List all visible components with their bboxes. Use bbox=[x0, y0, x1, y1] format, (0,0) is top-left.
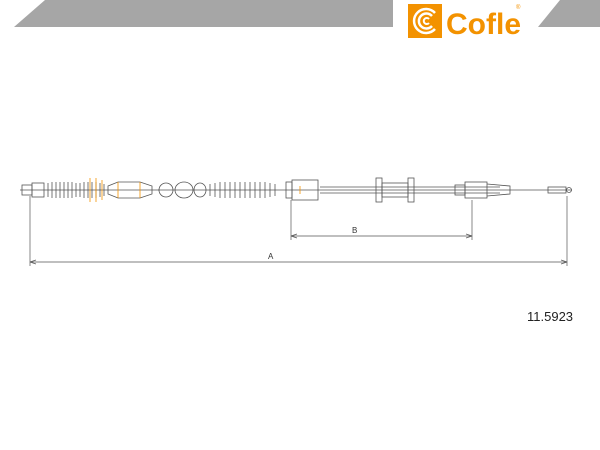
bulge-3 bbox=[193, 182, 207, 198]
dimension-b bbox=[290, 200, 473, 240]
logo-registered-mark: ® bbox=[516, 4, 521, 11]
part-number: 11.5923 bbox=[527, 309, 574, 324]
cofle-logo: Cofle ® bbox=[408, 4, 521, 41]
right-ferrule-taper bbox=[486, 183, 511, 197]
left-end-terminal bbox=[31, 182, 45, 198]
bracket-flange-right bbox=[407, 177, 415, 203]
logo-c-inner bbox=[422, 17, 430, 25]
dimension-a-arrow-left bbox=[29, 259, 37, 265]
dimension-b-arrow-left bbox=[290, 233, 298, 239]
header-banner-right bbox=[538, 0, 600, 27]
sleeve-fitting-body bbox=[291, 179, 319, 201]
right-end-nipple bbox=[566, 187, 572, 193]
header-banner-left bbox=[14, 0, 393, 27]
logo-c-middle bbox=[417, 12, 433, 30]
dimension-a bbox=[29, 196, 568, 266]
right-end-terminal bbox=[547, 186, 567, 194]
bellows bbox=[209, 182, 276, 198]
conical-boot-accent bbox=[117, 182, 141, 198]
logo-c-outer bbox=[412, 7, 436, 35]
logo-wordmark: Cofle bbox=[446, 8, 521, 41]
dimension-a-label: A bbox=[268, 252, 274, 261]
left-spring-accent bbox=[89, 178, 103, 202]
cable-assembly bbox=[20, 177, 572, 203]
dimension-b-label: B bbox=[352, 226, 357, 235]
dimension-b-arrow-right bbox=[465, 233, 473, 239]
conical-boot bbox=[107, 181, 153, 199]
right-ferrule-body bbox=[464, 181, 488, 199]
dimension-a-arrow-right bbox=[560, 259, 568, 265]
bulge-2 bbox=[174, 181, 194, 199]
